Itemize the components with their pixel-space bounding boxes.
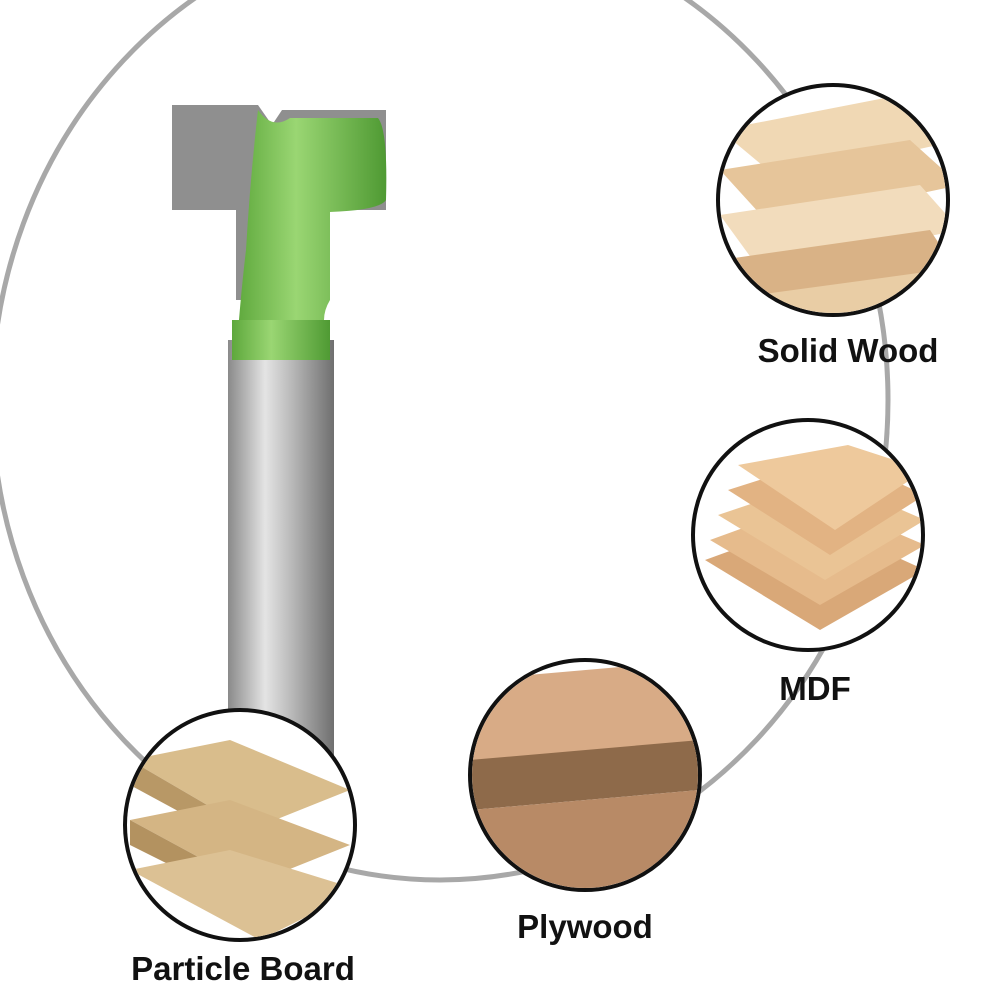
solid-wood-thumbnail <box>716 83 950 317</box>
bit-neck <box>232 320 330 360</box>
plywood-thumbnail <box>468 658 702 892</box>
label-plywood: Plywood <box>517 908 653 945</box>
bit-shank <box>228 340 334 770</box>
particle-board-thumbnail <box>123 708 357 942</box>
label-mdf: MDF <box>779 670 851 707</box>
mdf-thumbnail <box>691 418 925 652</box>
label-particle-board: Particle Board <box>131 950 355 987</box>
label-solid-wood: Solid Wood <box>757 332 939 369</box>
background-arc <box>0 0 891 883</box>
router-bit <box>172 105 387 770</box>
bit-body-green <box>236 110 387 360</box>
